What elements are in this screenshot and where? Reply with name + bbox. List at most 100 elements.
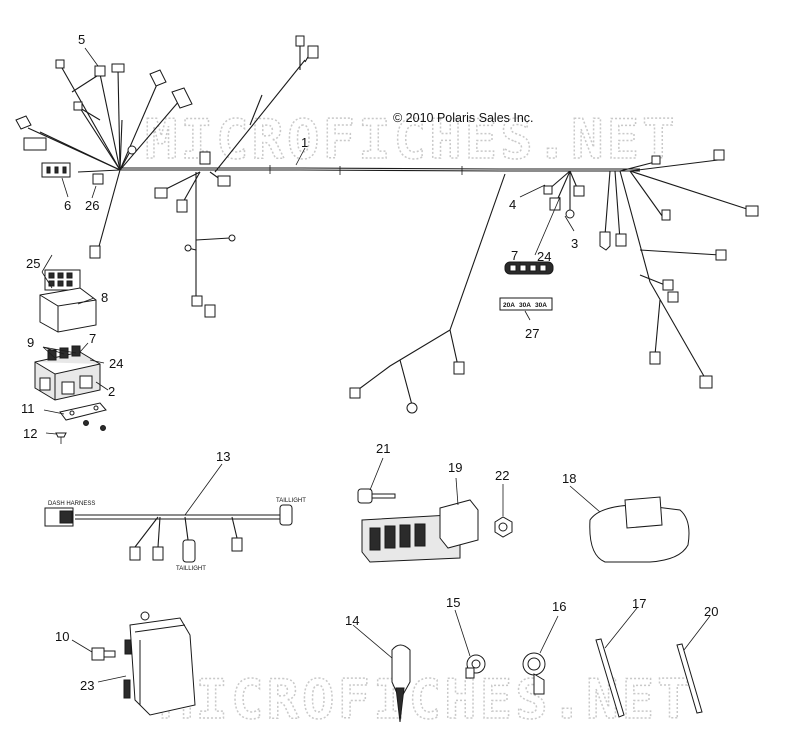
fuse-rating-label: 20A 30A 30A (499, 297, 553, 311)
harness-tag-left: DASH HARNESS (48, 501, 95, 507)
callout-11: 11 (21, 401, 35, 416)
connector-icon (713, 149, 725, 161)
harness-tag-right: TAILLIGHT (276, 498, 306, 504)
connector-icon (745, 205, 759, 217)
callout-4: 4 (509, 197, 516, 212)
connector-icon (149, 69, 167, 87)
ecu-module (123, 611, 196, 716)
clip-icon (92, 173, 104, 185)
screw-icon (83, 420, 89, 426)
main-wiring-harness (15, 35, 759, 414)
connector-icon (649, 351, 661, 365)
cable-tie-17 (595, 638, 625, 718)
screw-21 (357, 488, 396, 504)
callout-7-lower: 7 (89, 331, 96, 346)
fuse-rating-3: 30A (535, 302, 547, 309)
callout-9: 9 (27, 335, 34, 350)
relay-terminal-icon (62, 166, 67, 174)
harness-tag-middle: TAILLIGHT (176, 566, 206, 572)
relay-terminal-icon (46, 166, 51, 174)
screw-12 (55, 432, 67, 444)
connector-icon (111, 63, 125, 73)
connector-icon (94, 65, 106, 77)
connector-icon (661, 209, 671, 221)
callout-24-lower: 24 (109, 356, 123, 371)
connector-icon (191, 295, 203, 307)
connector-icon (349, 387, 361, 399)
callout-8: 8 (101, 290, 108, 305)
connector-icon (565, 209, 575, 219)
fuse-label-sheet (44, 269, 81, 291)
connector-icon (217, 175, 231, 187)
callout-1: 1 (301, 135, 308, 150)
callout-20: 20 (704, 604, 718, 619)
connector-icon (89, 245, 101, 259)
connector-icon (199, 151, 211, 165)
callout-21: 21 (376, 441, 390, 456)
connector-icon (651, 155, 661, 165)
connector-icon (182, 539, 196, 563)
push-clip-14 (391, 644, 411, 723)
connector-icon (549, 197, 561, 211)
connector-icon (228, 234, 236, 242)
connector-icon (307, 45, 319, 59)
callout-17: 17 (632, 596, 646, 611)
callout-18: 18 (562, 471, 576, 486)
switch-assembly (361, 499, 479, 563)
screw-icon (100, 425, 106, 431)
copyright-notice: © 2010 Polaris Sales Inc. (393, 111, 534, 125)
watermark-top: MICROFICHES.NET (145, 108, 678, 171)
connector-icon (699, 375, 713, 389)
connector-icon (152, 546, 164, 561)
callout-26: 26 (85, 198, 99, 213)
relay-terminal-icon (54, 166, 59, 174)
callout-14: 14 (345, 613, 359, 628)
connector-icon (15, 115, 32, 130)
screw-10 (91, 647, 116, 661)
cable-tie-20 (676, 643, 703, 714)
connector-icon (667, 291, 679, 303)
nut-22 (494, 516, 513, 538)
connector-icon (23, 137, 47, 151)
callout-5: 5 (78, 32, 85, 47)
connector-icon (295, 35, 305, 47)
callout-19: 19 (448, 460, 462, 475)
connector-icon (599, 231, 611, 251)
cable-clamp-16 (522, 652, 546, 695)
callout-10: 10 (55, 629, 69, 644)
connector-icon (154, 187, 168, 199)
sub-harness: DASH HARNESS TAILLIGHT TAILLIGHT (44, 498, 306, 572)
fuse-rating-1: 20A (503, 302, 515, 309)
connector-icon (453, 361, 465, 375)
fuse-box-base (34, 345, 101, 401)
connector-icon (231, 537, 243, 552)
connector-icon (204, 304, 216, 318)
fuse-rating-2: 30A (519, 302, 531, 309)
leader-lines (41, 47, 711, 683)
connector-icon (662, 279, 674, 291)
callout-6: 6 (64, 198, 71, 213)
connector-icon (127, 145, 137, 155)
callout-23: 23 (80, 678, 94, 693)
connector-icon (543, 185, 553, 195)
connector-icon (129, 546, 141, 561)
cable-clamp-15 (465, 654, 486, 679)
connector-icon (406, 402, 418, 414)
connector-icon (176, 199, 188, 213)
callout-2: 2 (108, 384, 115, 399)
connector-icon (715, 249, 727, 261)
callout-22: 22 (495, 468, 509, 483)
connector-icon (73, 101, 83, 111)
connector-icon (171, 87, 193, 109)
callout-3: 3 (571, 236, 578, 251)
mounting-bracket (59, 402, 107, 421)
connector-icon (279, 504, 293, 526)
callout-15: 15 (446, 595, 460, 610)
callout-12: 12 (23, 426, 37, 441)
callout-13: 13 (216, 449, 230, 464)
callout-16: 16 (552, 599, 566, 614)
watermark-bottom: MICROFICHES.NET (160, 668, 693, 731)
callout-27: 27 (525, 326, 539, 341)
connector-icon (573, 185, 585, 197)
